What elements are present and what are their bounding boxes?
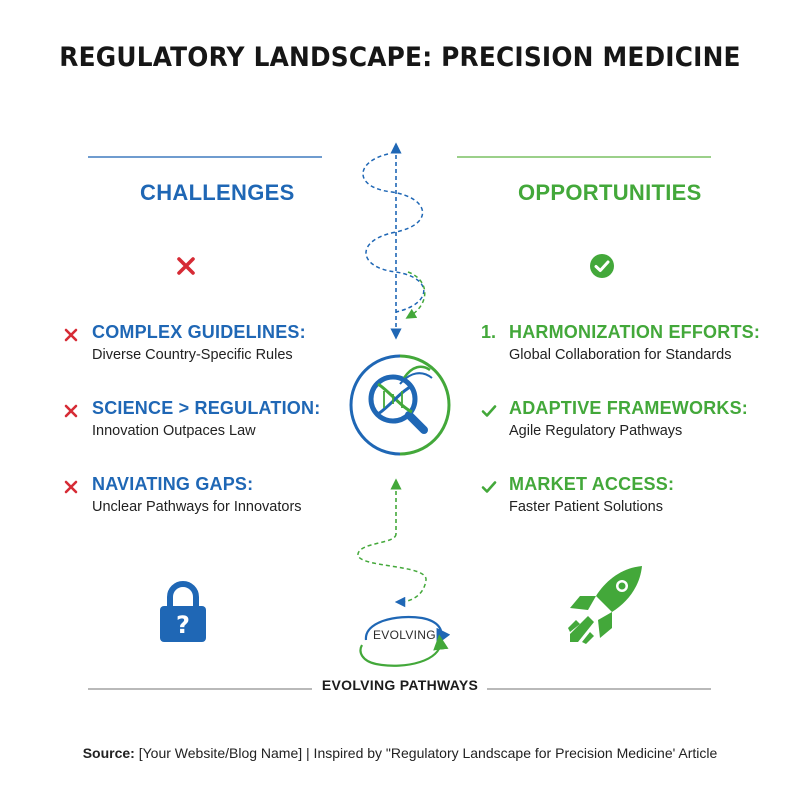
check-icon: [481, 481, 497, 493]
challenges-divider: [88, 156, 322, 158]
opportunity-description: Faster Patient Solutions: [509, 499, 663, 515]
lower-winding-path: [357, 533, 427, 608]
svg-text:?: ?: [176, 611, 190, 639]
opportunity-description: Agile Regulatory Pathways: [509, 423, 683, 439]
source-label: Source:: [82, 745, 135, 761]
challenge-description: Diverse Country-Specific Rules: [92, 347, 293, 363]
dna-magnifier-icon: [349, 354, 451, 456]
opportunity-heading: MARKET ACCESS:: [509, 474, 675, 494]
challenge-heading: COMPLEX GUIDELINES:: [92, 322, 306, 342]
challenge-heading: NAVIATING GAPS:: [92, 474, 254, 494]
opportunities-heading: OPPORTUNITIES: [518, 180, 702, 205]
challenge-description: Innovation Outpaces Law: [92, 423, 256, 439]
check-circle-icon: [590, 254, 614, 278]
cross-icon: [64, 328, 78, 342]
opportunities-divider: [457, 156, 711, 158]
pathways-label: EVOLVING PATHWAYS: [321, 677, 479, 693]
cross-icon: [177, 257, 195, 275]
opportunity-heading: HARMONIZATION EFFORTS:: [509, 322, 761, 342]
upper-winding-path-end: [405, 271, 426, 319]
footer-divider-right: [487, 688, 711, 690]
opportunity-heading: ADAPTIVE FRAMEWORKS:: [509, 398, 748, 418]
source-text: [Your Website/Blog Name] | Inspired by "…: [138, 745, 718, 761]
footer-divider-left: [88, 688, 312, 690]
cross-icon: [64, 404, 78, 418]
challenges-heading: CHALLENGES: [140, 180, 295, 205]
question-lock-icon: ?: [160, 581, 206, 642]
check-icon: [481, 405, 497, 417]
challenge-description: Unclear Pathways for Innovators: [92, 499, 302, 515]
cross-icon: [64, 480, 78, 494]
evolving-pathway-diagram: [349, 142, 451, 667]
opportunity-description: Global Collaboration for Standards: [509, 347, 732, 363]
source-citation: Source: [Your Website/Blog Name] | Inspi…: [0, 745, 800, 761]
challenge-heading: SCIENCE > REGULATION:: [92, 398, 321, 418]
upper-winding-path: [362, 153, 425, 313]
rocket-icon: [568, 566, 642, 644]
evolving-label: EVOLVING: [373, 628, 436, 642]
page-title: REGULATORY LANDSCAPE: PRECISION MEDICINE: [59, 42, 741, 73]
list-number: 1.: [481, 322, 497, 342]
cycle-arrows-icon: [359, 615, 451, 667]
